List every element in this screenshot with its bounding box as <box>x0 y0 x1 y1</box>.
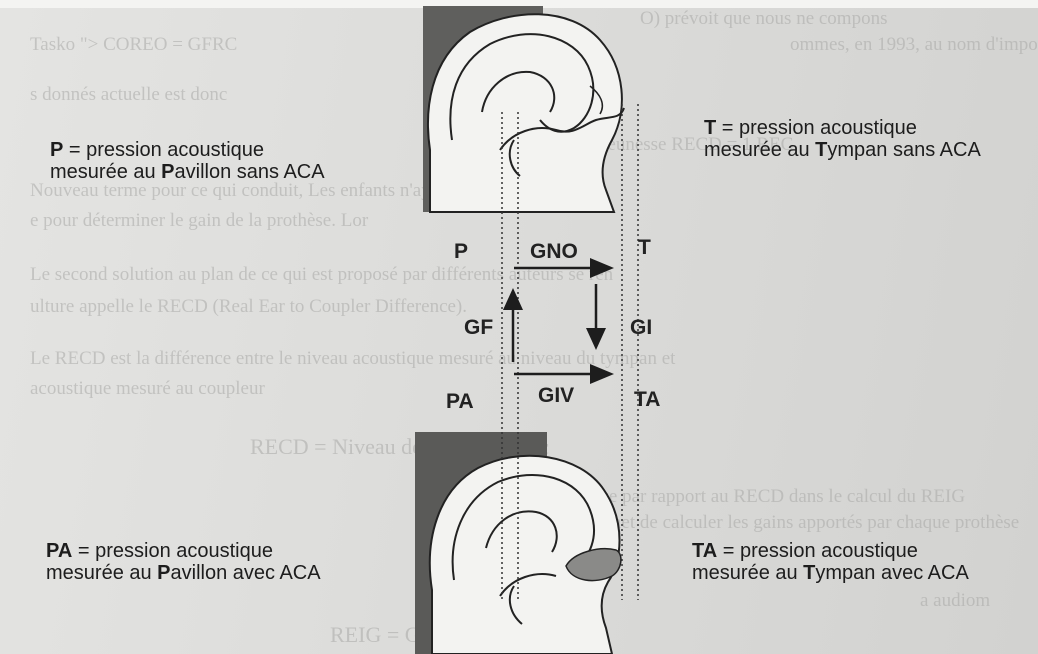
label-t-line2b: ympan sans ACA <box>827 139 980 161</box>
label-ta-definition: TA = pression acoustique mesurée au Tymp… <box>692 540 969 584</box>
label-p-line2-key: P <box>161 161 174 183</box>
label-ta-line2a: mesurée au <box>692 562 803 584</box>
arrow-giv <box>514 364 614 384</box>
label-pa-key: PA <box>46 540 72 562</box>
label-pa-line2a: mesurée au <box>46 562 157 584</box>
label-p-definition: P = pression acoustique mesurée au Pavil… <box>50 139 325 183</box>
label-t-line2a: mesurée au <box>704 139 815 161</box>
symbol-ta: TA <box>634 388 660 412</box>
label-ta-line1: = pression acoustique <box>717 540 918 562</box>
symbol-pa: PA <box>446 390 474 414</box>
label-p-line1: = pression acoustique <box>63 139 264 161</box>
arrow-gf <box>503 288 523 362</box>
label-pa-definition: PA = pression acoustique mesurée au Pavi… <box>46 540 321 584</box>
label-p-key: P <box>50 139 63 161</box>
arrow-gi <box>586 284 606 350</box>
label-pa-line2b: avillon avec ACA <box>171 562 321 584</box>
symbol-gno: GNO <box>530 240 578 264</box>
label-pa-line2-key: P <box>157 562 170 584</box>
label-p-line2a: mesurée au <box>50 161 161 183</box>
label-t-line1: = pression acoustique <box>716 117 917 139</box>
symbol-gi: GI <box>630 316 652 340</box>
symbol-t: T <box>638 236 651 260</box>
label-p-line2b: avillon sans ACA <box>175 161 325 183</box>
symbol-p: P <box>454 240 468 264</box>
label-t-key: T <box>704 117 716 139</box>
symbol-giv: GIV <box>538 384 574 408</box>
label-t-definition: T = pression acoustique mesurée au Tympa… <box>704 117 981 161</box>
label-pa-line1: = pression acoustique <box>72 540 273 562</box>
label-ta-key: TA <box>692 540 717 562</box>
label-ta-line2-key: T <box>803 562 815 584</box>
label-t-line2-key: T <box>815 139 827 161</box>
symbol-gf: GF <box>464 316 493 340</box>
ear-top-image <box>423 6 628 212</box>
label-ta-line2b: ympan avec ACA <box>815 562 968 584</box>
